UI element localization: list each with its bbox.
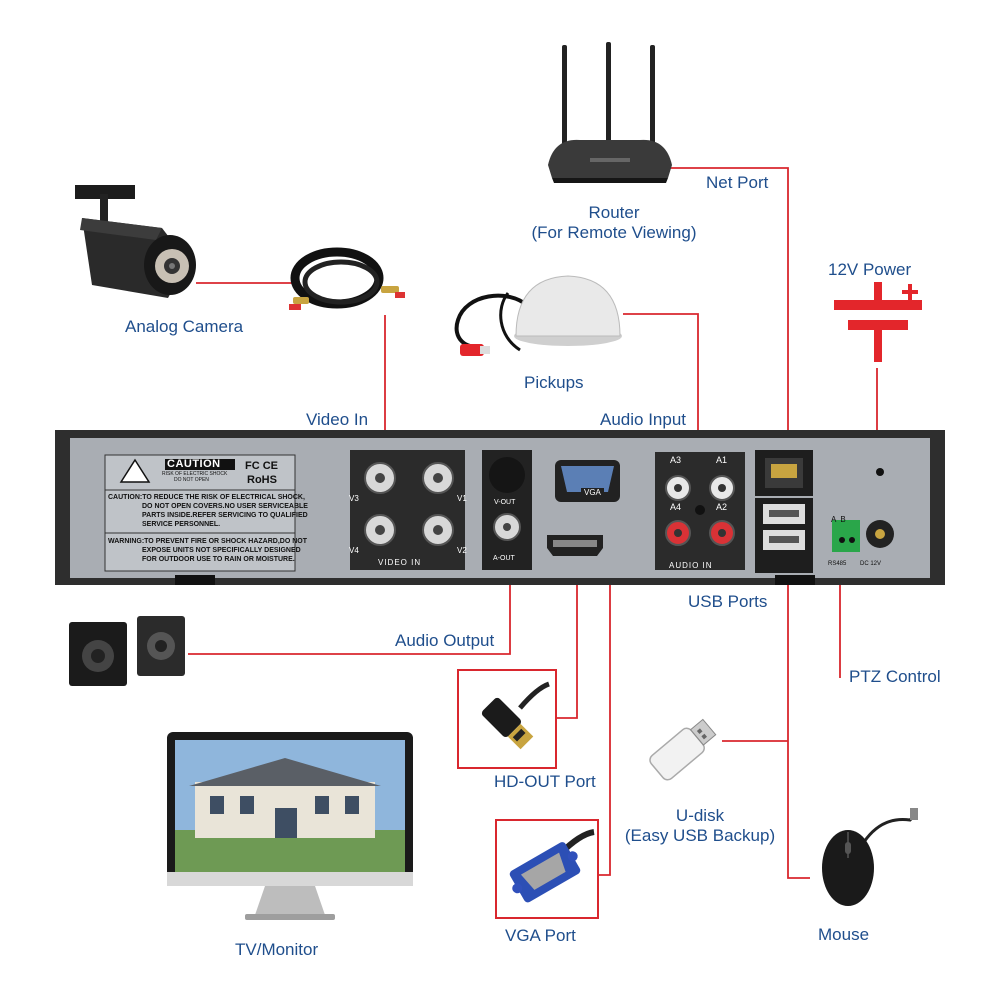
wire-vga — [598, 495, 611, 876]
vga-port-label: VGA Port — [505, 926, 576, 945]
udisk-label: U-disk — [675, 806, 725, 825]
cable-coil-image — [289, 247, 405, 310]
hd-out-port-label: HD-OUT Port — [494, 772, 596, 791]
udisk-sub-label: (Easy USB Backup) — [624, 826, 776, 845]
vga-port-highlight — [495, 819, 599, 919]
vga-cable-image — [509, 829, 595, 903]
panel-v2: V2 — [457, 546, 467, 555]
caution-line: DO NOT OPEN COVERS.NO USER SERVICEABLE — [142, 503, 308, 510]
net-port-label: Net Port — [706, 173, 769, 192]
panel-warning-text: WARNING:TO PREVENT FIRE OR SHOCK HAZARD,… — [108, 537, 307, 564]
panel-v-out: V-OUT — [494, 499, 516, 506]
analog-camera-image — [75, 185, 196, 298]
pickups-label: Pickups — [524, 373, 584, 392]
audio-output-label: Audio Output — [395, 631, 495, 650]
speakers-image — [69, 616, 185, 686]
router-image — [548, 42, 672, 183]
panel-v1: V1 — [457, 494, 467, 503]
pickups-image — [454, 275, 622, 356]
wire-pickups-audioin — [623, 313, 699, 452]
power-symbol-icon — [834, 282, 922, 362]
panel-v4: V4 — [349, 546, 359, 555]
panel-caution-text: CAUTION:TO REDUCE THE RISK OF ELECTRICAL… — [108, 493, 308, 529]
hdout-highlight — [457, 669, 557, 769]
tv-monitor-label: TV/Monitor — [235, 940, 319, 959]
mouse-label: Mouse — [818, 925, 870, 944]
tv-monitor-image — [167, 732, 413, 920]
panel-caution-sub1: RISK OF ELECTRIC SHOCK — [162, 471, 228, 477]
panel-caution-title: CAUTION — [167, 458, 221, 470]
caution-line: PARTS INSIDE.REFER SERVICING TO QUALIFIE… — [142, 512, 308, 519]
power-label: 12V Power — [828, 260, 912, 279]
mouse-image — [822, 808, 918, 906]
wire-router-netport — [663, 167, 789, 453]
caution-line: SERVICE PERSONNEL. — [142, 521, 221, 528]
warning-line: FOR OUTDOOR USE TO RAIN OR MOISTURE. — [142, 556, 295, 563]
wire-hdout — [556, 563, 578, 719]
panel-a2: A2 — [716, 502, 728, 512]
panel-audio-in: AUDIO IN — [669, 561, 713, 570]
panel-fc-ce: FC CE — [245, 460, 278, 472]
router-label: Router — [588, 203, 640, 222]
panel-a-out: A-OUT — [493, 555, 515, 562]
panel-a4: A4 — [670, 502, 682, 512]
video-in-label: Video In — [306, 410, 369, 429]
panel-caution-sub2: DO NOT OPEN — [174, 477, 209, 483]
usb-ports-label: USB Ports — [688, 592, 768, 611]
panel-vga: VGA — [581, 488, 604, 497]
warning-line: WARNING:TO PREVENT FIRE OR SHOCK HAZARD,… — [108, 538, 307, 545]
wire-mouse — [787, 578, 810, 879]
panel-ab: A B — [831, 515, 846, 524]
panel-rohs: RoHS — [247, 474, 277, 486]
analog-camera-label: Analog Camera — [125, 317, 244, 336]
panel-a1: A1 — [716, 455, 728, 465]
panel-dc12v: DC 12V — [860, 561, 882, 567]
dvr-back-panel — [55, 430, 945, 585]
audio-input-label: Audio Input — [600, 410, 687, 429]
ptz-control-label: PTZ Control — [849, 667, 941, 686]
router-sub-label: (For Remote Viewing) — [531, 223, 697, 242]
panel-v3: V3 — [349, 494, 359, 503]
warning-line: EXPOSE UNITS NOT SPECIFICALLY DESIGNED — [142, 547, 301, 554]
hdmi-cable-image — [481, 681, 550, 750]
panel-video-in: VIDEO IN — [378, 558, 422, 567]
udisk-image — [649, 718, 717, 781]
panel-a3: A3 — [670, 455, 682, 465]
panel-rs485: RS485 — [828, 561, 847, 567]
caution-line: CAUTION:TO REDUCE THE RISK OF ELECTRICAL… — [108, 494, 305, 501]
